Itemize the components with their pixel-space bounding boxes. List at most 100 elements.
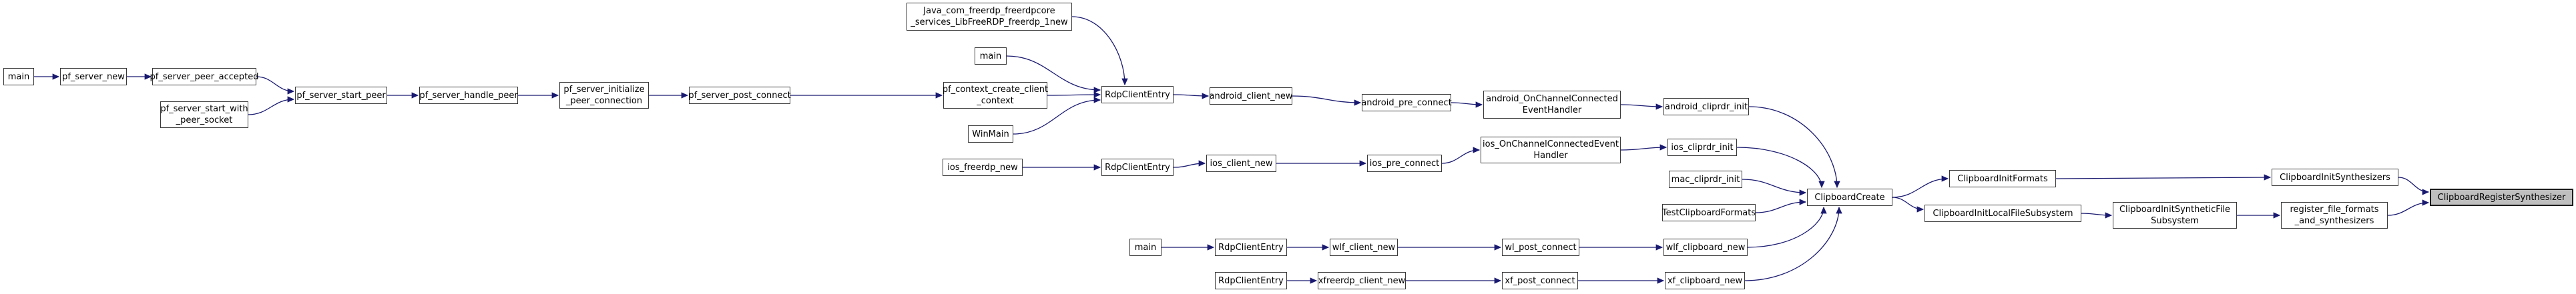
- node-label: wlf_client_new: [1332, 242, 1396, 253]
- node-rdp_client_entry_1[interactable]: RdpClientEntry: [1101, 86, 1174, 103]
- node-label: ios_OnChannelConnectedEvent: [1483, 139, 1619, 149]
- node-label: pf_server_handle_peer: [419, 90, 518, 101]
- node-label: pf_server_new: [62, 71, 125, 82]
- node-label: main: [7, 71, 30, 82]
- node-label: ClipboardInitSynthesizers: [2280, 172, 2390, 183]
- node-rdp_client_entry_3[interactable]: RdpClientEntry: [1215, 239, 1287, 256]
- node-pf_server_initialize_peer_connection[interactable]: pf_server_initialize_peer_connection: [559, 82, 649, 109]
- node-label: pf_server_post_connect: [688, 90, 791, 101]
- node-label: pf_server_peer_accepted: [150, 71, 259, 82]
- node-clipboard_init_local_file_subsystem[interactable]: ClipboardInitLocalFileSubsystem: [1924, 205, 2081, 222]
- node-clipboard_init_formats[interactable]: ClipboardInitFormats: [1949, 170, 2056, 187]
- node-label: ios_client_new: [1210, 158, 1273, 169]
- node-label: ClipboardRegisterSynthesizer: [2437, 192, 2566, 203]
- node-label: RdpClientEntry: [1105, 162, 1170, 173]
- node-label: Subsystem: [2151, 216, 2199, 226]
- node-label: TestClipboardFormats: [1661, 207, 1756, 218]
- node-label: pf_server_start_with: [160, 104, 248, 114]
- edge-clipboard_init_local_file_subsystem-clipboard_init_synthetic_file_subsystem: [2081, 212, 2113, 219]
- node-label: EventHandler: [1522, 105, 1582, 115]
- node-label: WinMain: [972, 129, 1009, 139]
- edge-clipboard_init_synthesizers-clipboard_register_synthesizer: [2398, 177, 2430, 195]
- edge-rdp_client_entry_2-ios_client_new: [1173, 160, 1206, 168]
- edge-ios_pre_connect-ios_onchannelconnected_handler: [1441, 147, 1481, 164]
- edge-ios_cliprdr_init-clipboard_create: [1736, 147, 1825, 189]
- node-label: wlf_clipboard_new: [1665, 242, 1746, 253]
- edge-pf_server_peer_accepted-pf_server_start_peer: [256, 76, 295, 95]
- edge-clipboard_create-clipboard_init_local_file_subsystem: [1892, 197, 1924, 213]
- node-pf_server_start_peer[interactable]: pf_server_start_peer: [295, 87, 387, 104]
- node-label: RdpClientEntry: [1105, 89, 1170, 100]
- node-clipboard_register_synthesizer: ClipboardRegisterSynthesizer: [2430, 189, 2573, 206]
- node-label: android_cliprdr_init: [1664, 101, 1748, 112]
- node-ios_cliprdr_init[interactable]: ios_cliprdr_init: [1667, 139, 1737, 156]
- node-label: _context: [977, 96, 1014, 106]
- edge-rdp_client_entry_1-android_client_new: [1173, 93, 1210, 99]
- node-mac_cliprdr_init[interactable]: mac_cliprdr_init: [1669, 171, 1742, 188]
- node-xfreerdp_client_new[interactable]: xfreerdp_client_new: [1318, 272, 1406, 289]
- node-wl_post_connect[interactable]: wl_post_connect: [1502, 239, 1579, 256]
- node-xf_post_connect[interactable]: xf_post_connect: [1502, 272, 1578, 289]
- node-android_client_new[interactable]: android_client_new: [1210, 87, 1292, 105]
- edge-android_onchannelconnected_eventhandler-android_cliprdr_init: [1620, 103, 1663, 110]
- node-label: ClipboardCreate: [1814, 192, 1885, 203]
- node-ios_freerdp_new[interactable]: ios_freerdp_new: [943, 159, 1023, 176]
- node-pf_server_peer_accepted[interactable]: pf_server_peer_accepted: [150, 68, 259, 85]
- node-ios_pre_connect[interactable]: ios_pre_connect: [1367, 155, 1442, 172]
- node-label: ios_cliprdr_init: [1671, 142, 1734, 153]
- node-android_pre_connect[interactable]: android_pre_connect: [1361, 94, 1452, 111]
- node-rdp_client_entry_2[interactable]: RdpClientEntry: [1101, 159, 1174, 176]
- edge-java_libfreerdp_freerdp_1new-rdp_client_entry_1: [1071, 16, 1128, 86]
- node-xf_clipboard_new[interactable]: xf_clipboard_new: [1665, 272, 1745, 289]
- node-android_cliprdr_init[interactable]: android_cliprdr_init: [1663, 98, 1749, 115]
- node-label: Handler: [1533, 151, 1568, 161]
- edge-android_pre_connect-android_onchannelconnected_eventhandler: [1451, 101, 1483, 108]
- node-label: _peer_connection: [565, 96, 643, 106]
- node-label: pf_context_create_client: [942, 85, 1049, 95]
- node-main_wlf[interactable]: main: [1129, 239, 1162, 256]
- node-java_libfreerdp_freerdp_1new[interactable]: Java_com_freerdp_freerdpcore_services_Li…: [907, 3, 1072, 31]
- edge-winmain-rdp_client_entry_1: [1013, 97, 1101, 135]
- edge-clipboard_create-clipboard_init_formats: [1892, 175, 1949, 198]
- node-register_file_formats_and_synthesizers[interactable]: register_file_formats_and_synthesizers: [2281, 202, 2388, 229]
- node-label: RdpClientEntry: [1218, 275, 1284, 286]
- node-label: xfreerdp_client_new: [1318, 275, 1406, 286]
- node-pf_server_handle_peer[interactable]: pf_server_handle_peer: [419, 87, 518, 104]
- node-label: main: [1134, 242, 1157, 253]
- node-clipboard_init_synthesizers[interactable]: ClipboardInitSynthesizers: [2272, 169, 2398, 186]
- node-label: xf_clipboard_new: [1667, 275, 1743, 286]
- node-main_server[interactable]: main: [3, 68, 34, 85]
- node-wlf_client_new[interactable]: wlf_client_new: [1330, 239, 1398, 256]
- node-main_android[interactable]: main: [975, 47, 1007, 65]
- node-pf_context_create_client_context[interactable]: pf_context_create_client_context: [942, 82, 1049, 109]
- node-winmain[interactable]: WinMain: [968, 125, 1013, 143]
- node-wlf_clipboard_new[interactable]: wlf_clipboard_new: [1663, 239, 1748, 256]
- node-label: main: [979, 51, 1002, 61]
- node-pf_server_post_connect[interactable]: pf_server_post_connect: [688, 87, 791, 104]
- edge-main_android-rdp_client_entry_1: [1006, 55, 1101, 93]
- edge-pf_server_start_with_peer_socket-pf_server_start_peer: [248, 96, 295, 115]
- node-rdp_client_entry_4[interactable]: RdpClientEntry: [1215, 272, 1287, 289]
- node-ios_client_new[interactable]: ios_client_new: [1206, 155, 1276, 172]
- node-pf_server_new[interactable]: pf_server_new: [60, 68, 127, 85]
- node-label: mac_cliprdr_init: [1671, 174, 1740, 185]
- node-label: RdpClientEntry: [1218, 242, 1284, 253]
- edge-ios_onchannelconnected_handler-ios_cliprdr_init: [1620, 144, 1667, 151]
- node-pf_server_start_with_peer_socket[interactable]: pf_server_start_with_peer_socket: [160, 101, 248, 128]
- node-label: register_file_formats: [2290, 205, 2379, 215]
- edge-android_cliprdr_init-clipboard_create: [1748, 106, 1840, 189]
- node-clipboard_create[interactable]: ClipboardCreate: [1807, 189, 1892, 206]
- node-test_clipboard_formats[interactable]: TestClipboardFormats: [1662, 204, 1756, 221]
- node-label: ios_pre_connect: [1369, 158, 1440, 169]
- node-label: _services_LibFreeRDP_freerdp_1new: [911, 17, 1068, 27]
- node-label: ClipboardInitFormats: [1957, 173, 2048, 184]
- node-label: ios_freerdp_new: [947, 162, 1018, 173]
- node-label: _and_synthesizers: [2294, 216, 2374, 226]
- node-label: wl_post_connect: [1505, 242, 1577, 253]
- node-label: android_pre_connect: [1361, 97, 1452, 108]
